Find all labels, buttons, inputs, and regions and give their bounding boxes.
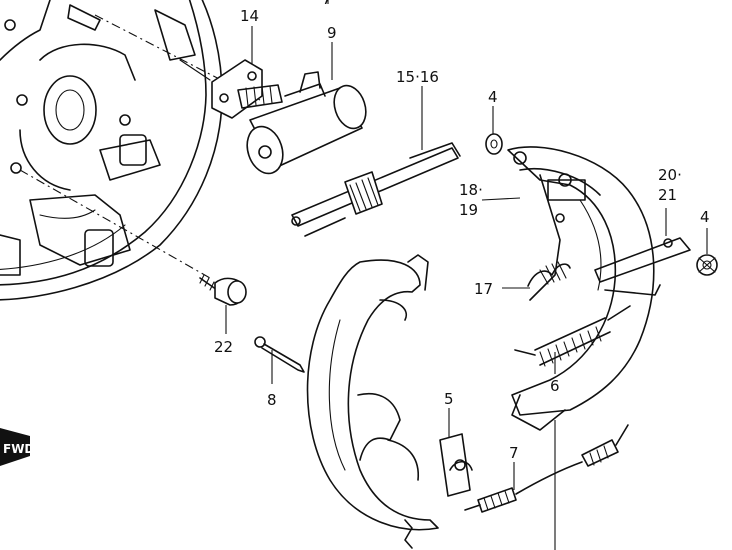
bleeder-plug-part	[199, 274, 247, 306]
callout-20-21: 20·21	[658, 166, 682, 204]
right-brake-shoe-assembly	[507, 146, 691, 431]
callout-14: 14	[240, 7, 259, 25]
backing-plate	[0, 0, 223, 301]
washer-right-part	[696, 254, 718, 276]
callout-7: 7	[509, 444, 519, 462]
callout-17: 17	[474, 280, 493, 298]
leader-lines	[225, 0, 708, 550]
callout-5: 5	[444, 390, 454, 408]
small-spring-part	[527, 261, 571, 287]
callout-labels: 14 7 9 15·16 4 18·19 20·21 4 17 22 8 5 6…	[214, 0, 710, 462]
callout-22: 22	[214, 338, 233, 356]
alignment-line-lower	[19, 169, 211, 279]
callout-6: 6	[550, 377, 560, 395]
return-spring-upper-part	[514, 305, 631, 367]
backing-plate-bolt-part	[211, 59, 283, 119]
strut-adjuster-part	[291, 142, 461, 237]
callout-4-top: 4	[488, 88, 498, 106]
callout-4-right: 4	[700, 208, 710, 226]
callout-9: 9	[327, 24, 337, 42]
fwd-label: FWD	[3, 442, 34, 456]
spring-clip-part	[439, 433, 473, 497]
washer-top-part	[485, 133, 503, 155]
callout-7-top: 7	[322, 0, 332, 8]
return-spring-lower-part	[464, 424, 629, 513]
wheel-cylinder-part	[246, 71, 367, 175]
callout-15-16: 15·16	[396, 68, 439, 86]
fwd-arrow-marker: FWD	[0, 428, 34, 466]
callout-18-19: 18·19	[459, 181, 483, 219]
shoe-hold-pin-part	[254, 336, 305, 373]
callout-8: 8	[267, 391, 277, 409]
left-brake-shoe-part	[306, 254, 439, 549]
